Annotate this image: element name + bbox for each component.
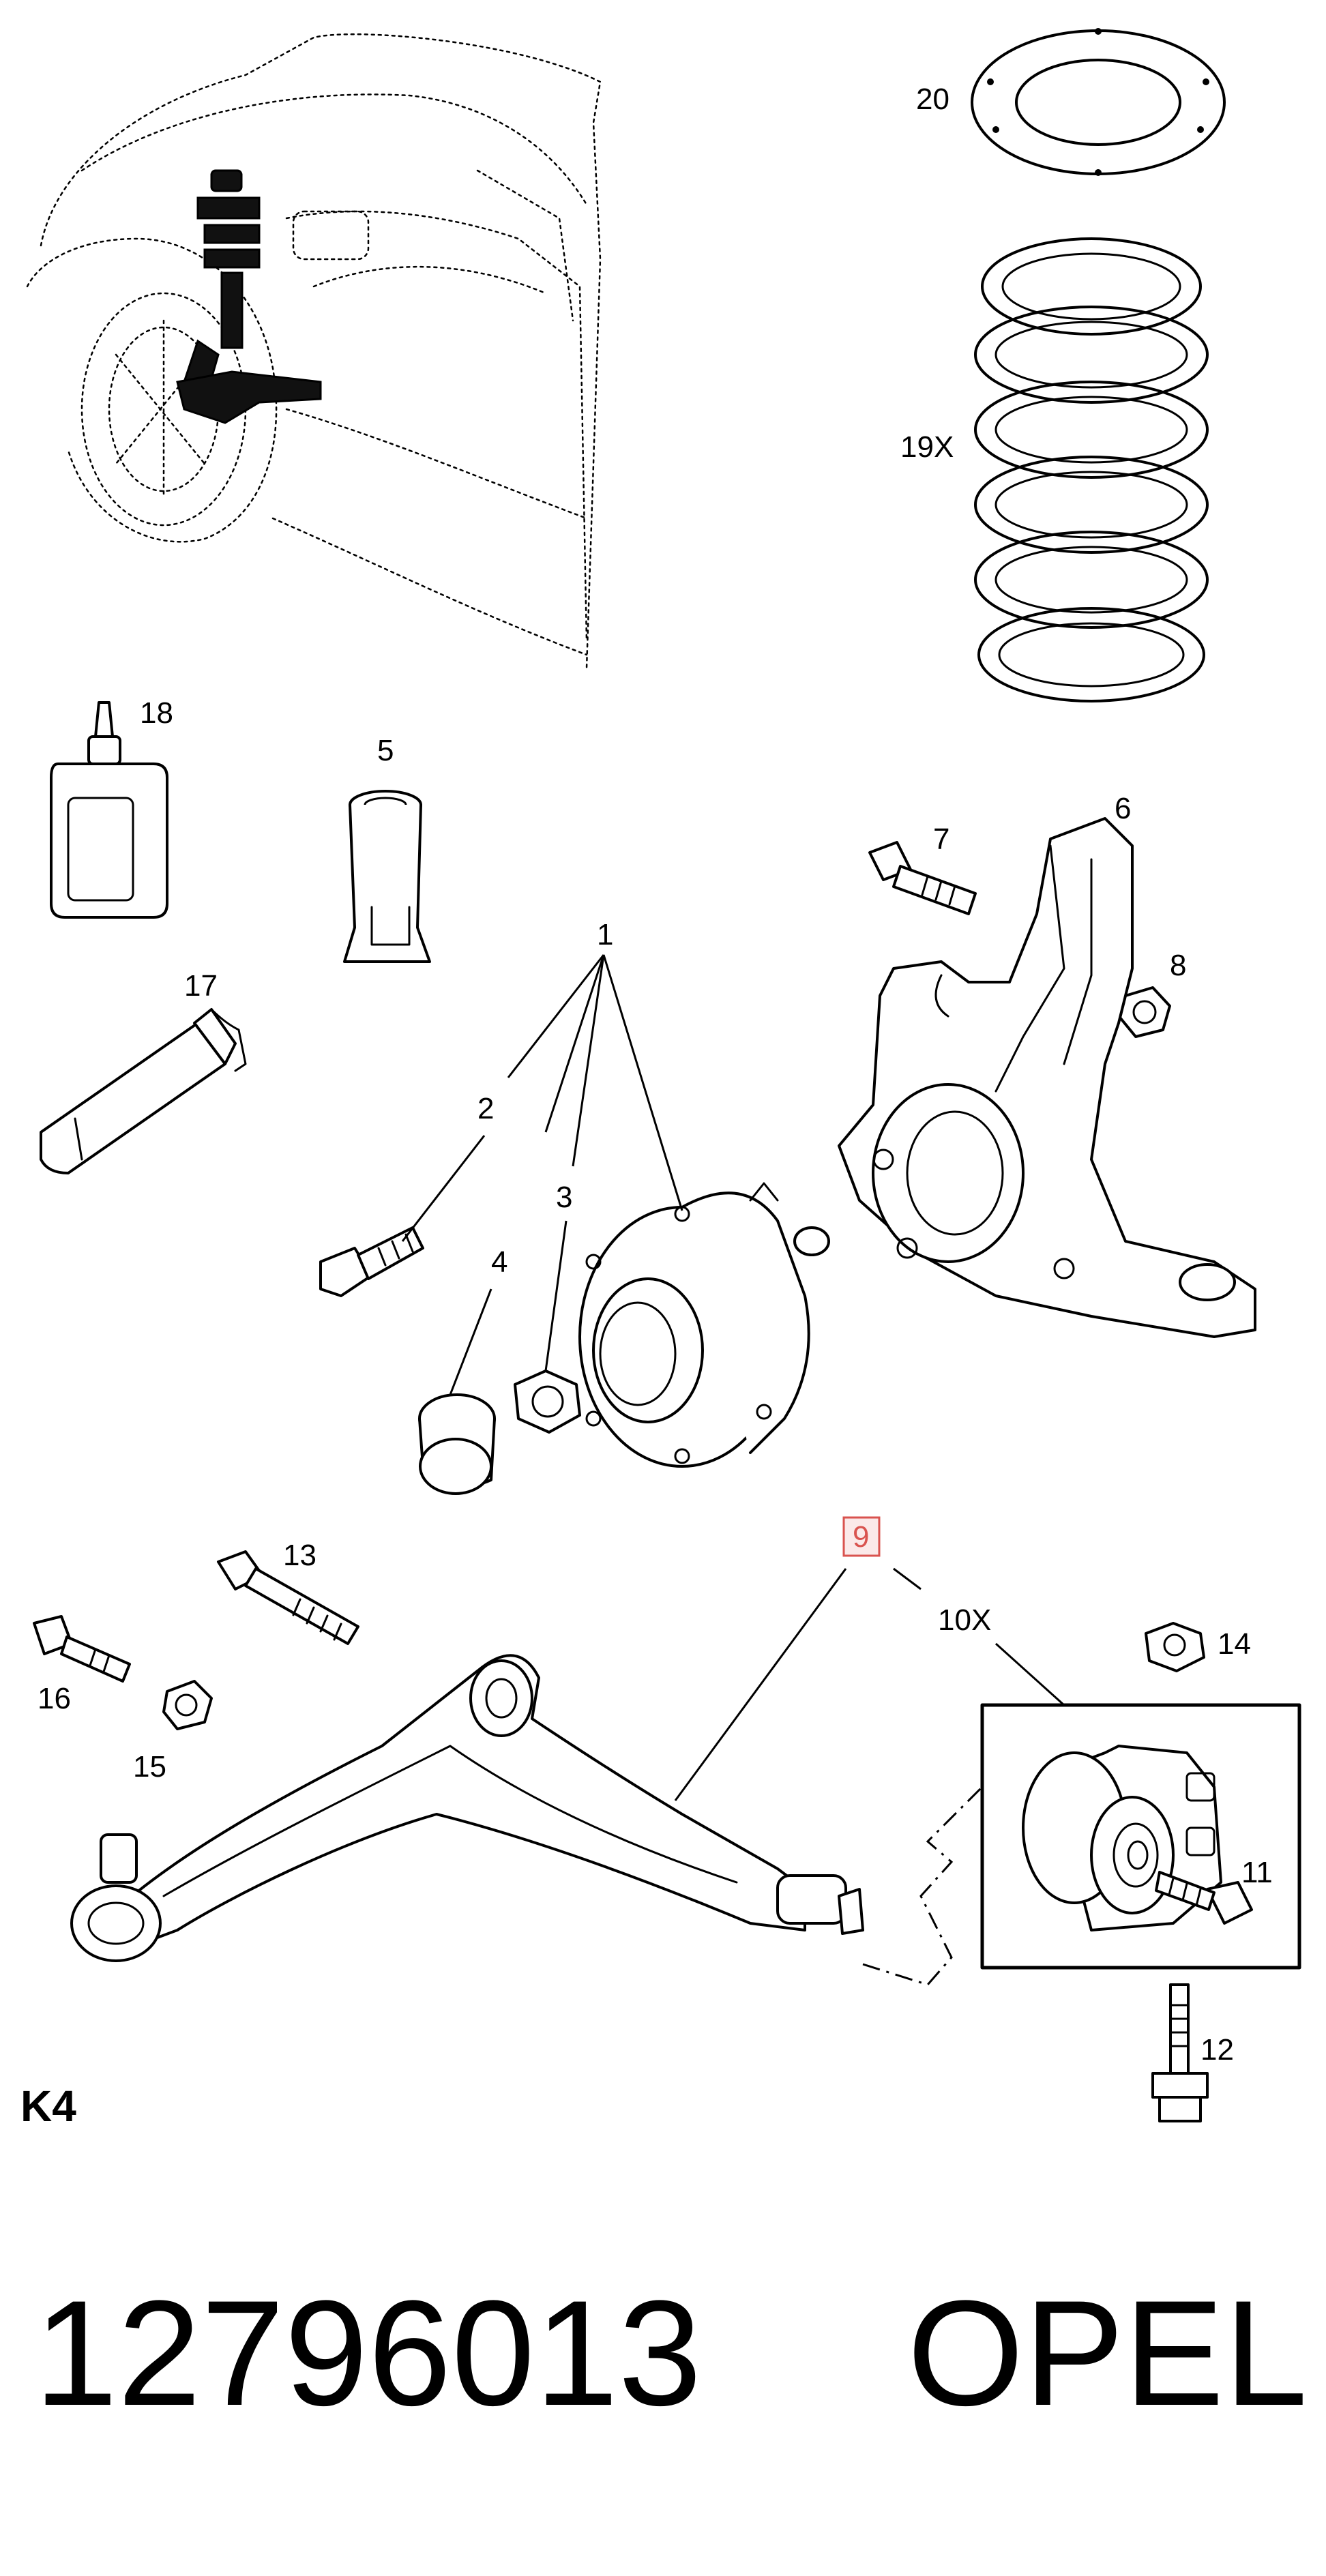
callout-5: 5 xyxy=(377,734,394,767)
brand-name: OPEL xyxy=(907,2269,1308,2437)
part-6-steering-knuckle xyxy=(838,817,1256,1338)
callout-12: 12 xyxy=(1200,2033,1234,2067)
part-number: 12796013 xyxy=(34,2269,702,2437)
callout-15: 15 xyxy=(133,1750,166,1783)
parts-diagram: 20 19X 18 5 7 6 8 1 17 2 3 4 9 10X 13 14… xyxy=(20,28,1301,2131)
callout-17: 17 xyxy=(184,969,218,1003)
callout-9: 9 xyxy=(853,1520,869,1554)
callout-2: 2 xyxy=(477,1092,494,1125)
part-19x-coil-spring xyxy=(974,237,1209,702)
part-18-fluid-bottle xyxy=(50,701,168,919)
callout-4: 4 xyxy=(491,1245,507,1279)
callout-11: 11 xyxy=(1241,1856,1273,1889)
callout-18: 18 xyxy=(140,696,173,730)
part-1-wheel-hub xyxy=(578,1182,830,1468)
part-9-control-arm xyxy=(70,1654,864,1962)
part-2-bolt xyxy=(319,1226,424,1297)
part-4-dust-cap xyxy=(418,1393,496,1495)
callout-16: 16 xyxy=(38,1682,71,1715)
part-14-nut xyxy=(1145,1622,1205,1672)
leader-lines xyxy=(401,954,1065,1801)
part-13-bolt xyxy=(217,1550,359,1645)
callout-9-highlighted: 9 xyxy=(842,1516,881,1557)
part-20-spring-seat xyxy=(971,28,1226,176)
part-17-applicator-pen xyxy=(40,1008,247,1174)
callout-13: 13 xyxy=(283,1539,316,1572)
part-12-bolt xyxy=(1151,1983,1209,2122)
callout-7: 7 xyxy=(933,823,949,856)
section-code: K4 xyxy=(20,2082,76,2131)
vehicle-overview-illustration xyxy=(26,33,602,670)
callout-10x: 10X xyxy=(938,1603,991,1637)
footer: 12796013 OPEL xyxy=(0,2251,1326,2455)
assembly-reference-line xyxy=(862,1772,997,1986)
callout-8: 8 xyxy=(1170,949,1186,982)
part-3-hub-nut xyxy=(514,1370,581,1434)
part-11-bolt xyxy=(1155,1871,1253,1925)
callout-19x: 19X xyxy=(900,430,954,464)
callout-3: 3 xyxy=(556,1181,572,1214)
callout-1: 1 xyxy=(597,918,613,951)
part-5-grease-tube xyxy=(343,790,431,963)
part-16-bolt xyxy=(33,1615,131,1683)
callout-6: 6 xyxy=(1115,792,1131,825)
part-7-bolt xyxy=(868,841,977,915)
callout-14: 14 xyxy=(1218,1627,1251,1661)
callout-20: 20 xyxy=(916,83,949,116)
part-15-nut xyxy=(162,1680,213,1730)
part-8-nut xyxy=(1119,986,1171,1038)
callout-labels: 20 19X 18 5 7 6 8 1 17 2 3 4 9 10X 13 14… xyxy=(38,83,1273,2067)
